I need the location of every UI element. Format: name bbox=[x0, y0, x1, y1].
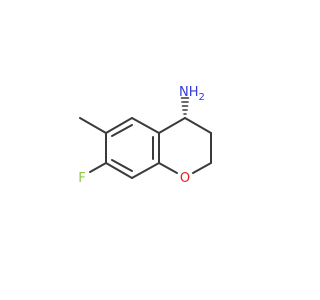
bond-c4a-c5 bbox=[131, 117, 160, 134]
amine-label: NH2 bbox=[179, 85, 205, 103]
fluorine-label: F bbox=[78, 171, 85, 186]
bond-c4-c3 bbox=[184, 117, 212, 134]
bond-c5-c6 bbox=[105, 117, 133, 134]
bond-o1-c8a bbox=[158, 162, 178, 174]
oxygen-label: O bbox=[180, 171, 190, 186]
bond-c2-o1 bbox=[192, 162, 212, 174]
bond-c8-c8a bbox=[131, 162, 160, 179]
chemical-structure-diagram: NH2 F O bbox=[78, 85, 212, 186]
amine-label-main: NH bbox=[179, 85, 199, 100]
bond-c6-methyl bbox=[79, 117, 107, 134]
bond-c7-c8-inner bbox=[111, 159, 133, 172]
bond-c4a-c4 bbox=[158, 117, 186, 134]
bond-c7-c8 bbox=[105, 162, 133, 179]
amine-label-subscript: 2 bbox=[199, 92, 205, 103]
bond-c7-fluorine bbox=[89, 162, 107, 173]
bond-c5-c6-inner bbox=[111, 124, 133, 137]
stereo-hash-wedge bbox=[180, 97, 190, 115]
